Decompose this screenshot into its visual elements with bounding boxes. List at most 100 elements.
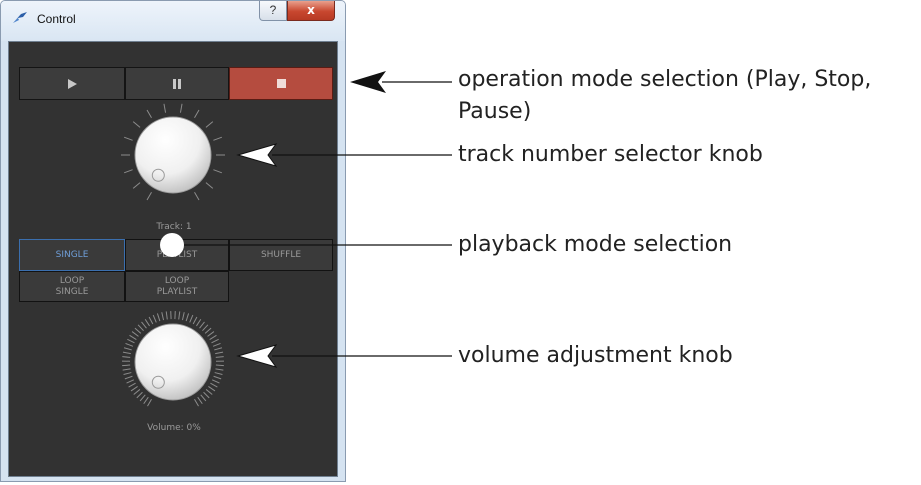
stop-button[interactable] <box>229 67 333 100</box>
volume-knob-tick <box>203 391 210 399</box>
volume-knob-tick <box>152 314 157 323</box>
volume-knob-tick <box>131 331 139 337</box>
track-knob-tick <box>213 136 223 141</box>
volume-knob-tick <box>200 394 207 402</box>
volume-knob-tick <box>185 313 190 322</box>
volume-knob-tick <box>211 338 219 344</box>
mode-loop-single-label: LOOP SINGLE <box>55 275 89 297</box>
mode-loop-single-button[interactable]: LOOP SINGLE <box>19 271 125 302</box>
volume-knob-tick <box>141 321 147 329</box>
track-knob-tick <box>205 121 214 128</box>
volume-knob-tick <box>122 351 131 355</box>
operation-annotation-line2: Pause) <box>458 99 532 124</box>
app-logo-icon <box>13 12 27 23</box>
track-knob-tick <box>123 136 133 141</box>
volume-knob-tick <box>143 396 149 405</box>
volume-knob-tick <box>165 311 168 320</box>
play-icon <box>67 78 77 89</box>
mode-shuffle-button[interactable]: SHUFFLE <box>229 239 333 271</box>
operation-arrowhead-icon <box>350 71 386 93</box>
track-knob-tick <box>132 121 141 128</box>
volume-knob-annotation: volume adjustment knob <box>458 343 733 368</box>
track-knob-tick <box>146 191 152 201</box>
volume-caption: Volume: 0% <box>147 423 201 433</box>
pause-icon <box>173 78 181 89</box>
volume-knob-tick <box>148 316 154 325</box>
track-knob-tick <box>213 169 223 174</box>
volume-knob-indicator-icon <box>151 375 165 389</box>
close-icon: x <box>307 3 315 17</box>
volume-knob-tick <box>127 338 135 344</box>
track-knob-tick <box>194 109 200 119</box>
volume-knob-tick <box>215 364 224 367</box>
stop-icon <box>276 79 286 88</box>
mode-loop-playlist-button[interactable]: LOOP PLAYLIST <box>125 271 229 302</box>
track-knob-tick <box>194 191 200 201</box>
volume-knob-tick <box>161 312 165 321</box>
volume-knob-tick <box>137 324 144 332</box>
track-knob-tick <box>132 182 141 189</box>
close-button[interactable]: x <box>287 1 335 21</box>
volume-knob-tick <box>178 311 181 320</box>
volume-knob-tick <box>213 375 222 380</box>
title-bar[interactable]: Control ? x <box>1 1 345 41</box>
mode-loop-playlist-label: LOOP PLAYLIST <box>156 275 198 297</box>
volume-knob-tick <box>208 385 216 392</box>
volume-knob-tick <box>181 312 185 321</box>
volume-knob-tick <box>122 368 131 371</box>
volume-knob-tick <box>209 334 217 340</box>
track-knob-body[interactable] <box>134 116 212 194</box>
volume-knob-tick <box>136 391 143 399</box>
volume-knob-tick <box>197 396 203 405</box>
volume-knob-tick <box>134 327 142 334</box>
volume-knob-tick <box>215 368 224 371</box>
mode-playlist-label: PLAYLIST <box>156 249 198 260</box>
volume-knob-tick <box>129 334 137 340</box>
volume-knob-tick <box>130 385 138 392</box>
volume-knob-tick <box>214 372 223 376</box>
volume-knob-tick <box>144 318 150 327</box>
volume-knob-tick <box>192 316 198 325</box>
volume-knob-tick <box>207 331 215 337</box>
volume-knob-tick <box>204 327 212 334</box>
volume-knob-tick <box>122 364 131 367</box>
track-knob-indicator-icon <box>151 168 165 182</box>
volume-knob-body[interactable] <box>134 323 212 401</box>
help-button[interactable]: ? <box>259 1 287 21</box>
volume-knob-tick <box>196 318 202 327</box>
volume-knob-tick <box>124 375 133 380</box>
track-knob-tick <box>205 182 214 189</box>
mode-playlist-button[interactable]: PLAYLIST <box>125 239 229 271</box>
mode-single-label: SINGLE <box>55 249 89 260</box>
volume-knob-tick <box>128 382 136 388</box>
track-knob-tick <box>146 109 152 119</box>
volume-knob-tick <box>126 379 135 384</box>
volume-knob-tick <box>202 324 209 332</box>
volume-knob-tick <box>212 342 221 347</box>
playback-mode-annotation: playback mode selection <box>458 232 733 257</box>
control-panel: Track: 1 SINGLE PLAYLIST SHUFFLE LOOP SI… <box>8 41 338 477</box>
control-window: Control ? x Track: 1 SINGLE PLAYLIST SHU… <box>0 0 346 482</box>
volume-knob-tick <box>125 342 134 347</box>
mode-single-button[interactable]: SINGLE <box>19 239 125 271</box>
volume-adjustment-knob[interactable] <box>113 307 233 417</box>
pause-button[interactable] <box>125 67 229 100</box>
volume-knob-tick <box>215 356 224 358</box>
play-button[interactable] <box>19 67 125 100</box>
volume-knob-tick <box>147 398 152 407</box>
window-title: Control <box>37 12 76 26</box>
track-knob-tick <box>179 103 183 113</box>
volume-knob-tick <box>215 351 224 355</box>
volume-knob-tick <box>123 347 132 351</box>
operation-annotation-line1: operation mode selection (Play, Stop, <box>458 67 872 92</box>
volume-knob-tick <box>123 372 132 376</box>
volume-knob-tick <box>122 356 131 358</box>
volume-knob-tick <box>156 313 161 322</box>
volume-knob-tick <box>199 321 205 329</box>
volume-knob-tick <box>194 398 199 407</box>
volume-knob-tick <box>210 382 218 388</box>
volume-knob-tick <box>133 389 141 395</box>
volume-knob-tick <box>211 379 220 384</box>
track-selector-knob[interactable] <box>113 100 233 210</box>
track-knob-tick <box>163 103 167 113</box>
